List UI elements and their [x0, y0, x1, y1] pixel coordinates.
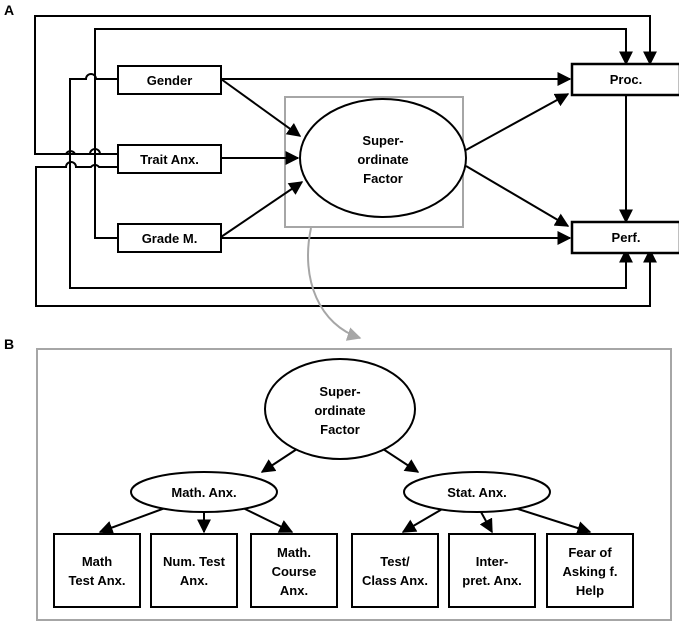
hierarchy-paths: [98, 446, 592, 535]
stat-child-3-line-3: Help: [576, 583, 604, 598]
node-gender: Gender: [117, 65, 222, 95]
node-trait-anx-label: Trait Anx.: [140, 152, 199, 167]
node-grade-m: Grade M.: [117, 223, 222, 253]
direct-paths: [220, 72, 633, 245]
path-factor-to-stat-anx: [379, 446, 420, 473]
path-stat-to-child-3: [514, 507, 592, 535]
node-math-test-anx: Math Test Anx.: [53, 533, 141, 608]
node-interpret-anx: Inter- pret. Anx.: [448, 533, 536, 608]
path-factor-to-proc: [465, 93, 570, 151]
node-superordinate-factor-a: Super- ordinate Factor: [299, 98, 467, 218]
node-stat-anx-label: Stat. Anx.: [447, 485, 506, 500]
stat-child-2-line-1: Inter-: [476, 554, 509, 569]
factor-b-line-1: Super-: [319, 384, 360, 399]
math-child-1-line-2: Test Anx.: [68, 573, 125, 588]
node-math-course-anx: Math. Course Anx.: [250, 533, 338, 608]
path-gender-to-factor: [220, 78, 302, 137]
stat-child-1-line-1: Test/: [380, 554, 410, 569]
node-math-anx: Math. Anx.: [130, 471, 278, 513]
node-fear-asking-help: Fear of Asking f. Help: [546, 533, 634, 608]
factor-a-line-3: Factor: [363, 171, 403, 186]
node-perf: Perf.: [570, 220, 679, 255]
math-child-2-line-2: Anx.: [180, 573, 208, 588]
stat-child-1-line-2: Class Anx.: [362, 573, 428, 588]
panel-b-label: B: [4, 336, 14, 352]
node-superordinate-factor-b: Super- ordinate Factor: [264, 358, 416, 460]
math-child-2-line-1: Num. Test: [163, 554, 226, 569]
math-child-1-line-1: Math: [82, 554, 112, 569]
path-stat-to-child-1: [401, 507, 445, 533]
feedback-paths: [34, 15, 657, 307]
stat-child-2-line-2: pret. Anx.: [462, 573, 521, 588]
node-stat-anx: Stat. Anx.: [403, 471, 551, 513]
node-gender-label: Gender: [147, 73, 193, 88]
node-proc-label: Proc.: [610, 72, 643, 87]
factor-a-line-2: ordinate: [357, 152, 408, 167]
math-child-3-line-1: Math.: [277, 545, 311, 560]
node-proc: Proc.: [570, 62, 679, 97]
path-trait-to-perf-bottom: [35, 161, 657, 307]
path-grade-to-proc-top: [94, 28, 633, 239]
node-math-anx-label: Math. Anx.: [171, 485, 236, 500]
path-math-to-child-1: [98, 507, 166, 535]
path-hop: [35, 148, 118, 155]
node-num-test-anx: Num. Test Anx.: [150, 533, 238, 608]
panel-a-label: A: [4, 2, 14, 18]
math-child-3-line-2: Course: [272, 564, 317, 579]
factor-b-line-2: ordinate: [314, 403, 365, 418]
node-perf-label: Perf.: [612, 230, 641, 245]
path-stat-to-child-2: [479, 511, 493, 534]
path-factor-to-perf: [465, 165, 570, 227]
path-grade-to-factor: [220, 181, 304, 238]
path-factor-to-math-anx: [260, 446, 301, 473]
factor-b-line-3: Factor: [320, 422, 360, 437]
node-trait-anx: Trait Anx.: [117, 144, 222, 174]
factor-a-line-1: Super-: [362, 133, 403, 148]
path-math-to-child-3: [242, 507, 294, 533]
math-child-3-line-3: Anx.: [280, 583, 308, 598]
zoom-connector: [307, 227, 362, 341]
path-gender-to-perf-bottom: [69, 73, 633, 289]
stat-child-3-line-2: Asking f.: [563, 564, 618, 579]
stat-child-3-line-1: Fear of: [568, 545, 612, 560]
node-test-class-anx: Test/ Class Anx.: [351, 533, 439, 608]
panel-b-frame: [36, 348, 672, 621]
node-grade-m-label: Grade M.: [142, 231, 198, 246]
